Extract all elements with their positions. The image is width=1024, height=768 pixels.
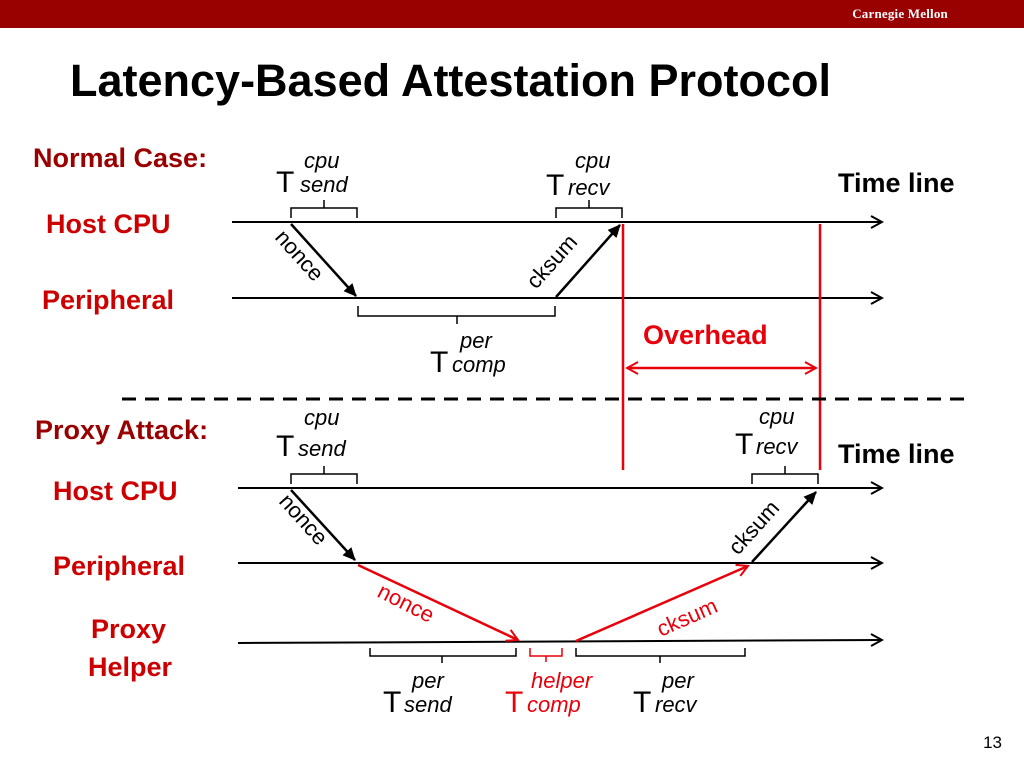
svg-text:per: per xyxy=(459,328,493,353)
normal-peripheral-label: Peripheral xyxy=(42,285,174,315)
proxy-send-brace xyxy=(290,466,358,484)
proxy-cksum-arrow xyxy=(751,491,817,563)
svg-text:cpu: cpu xyxy=(304,148,339,173)
proxy-cksum-label: cksum xyxy=(723,495,784,559)
svg-text:T: T xyxy=(276,166,294,199)
brand-logo: Carnegie Mellon xyxy=(852,6,948,21)
proxy-recv-brace xyxy=(751,466,819,484)
normal-cksum-label: cksum xyxy=(521,229,582,293)
proxy-t-cpu-recv: T cpu recv xyxy=(735,404,800,461)
proxy-t-helper-comp: T helper comp xyxy=(505,668,594,719)
proxy-forward-nonce-arrow xyxy=(357,563,518,640)
proxy-per-recv-brace xyxy=(575,648,746,663)
proxy-timeline-label: Time line xyxy=(838,439,955,469)
proxy-helper-comp-brace xyxy=(529,648,563,662)
svg-text:cpu: cpu xyxy=(759,404,794,429)
normal-t-cpu-send: T cpu send xyxy=(276,148,348,199)
page-title: Latency-Based Attestation Protocol xyxy=(70,55,831,106)
svg-text:send: send xyxy=(404,692,452,717)
proxy-nonce-label: nonce xyxy=(274,489,333,550)
svg-text:cpu: cpu xyxy=(575,148,610,173)
svg-text:T: T xyxy=(735,428,753,461)
svg-text:T: T xyxy=(430,346,448,379)
proxy-helper-timeline xyxy=(237,640,882,643)
proxy-forward-nonce-label: nonce xyxy=(374,578,439,627)
proxy-t-per-send: T per send xyxy=(383,668,452,719)
proxy-return-cksum-label: cksum xyxy=(653,593,721,642)
page-number: 13 xyxy=(983,733,1002,752)
svg-text:T: T xyxy=(383,686,401,719)
normal-nonce-arrow xyxy=(290,223,357,297)
normal-host-cpu-label: Host CPU xyxy=(46,209,171,239)
normal-t-cpu-recv: T cpu recv xyxy=(546,148,612,202)
proxy-return-cksum-arrow xyxy=(575,566,748,643)
proxy-t-per-recv: T per recv xyxy=(633,668,699,719)
normal-recv-brace xyxy=(555,200,623,218)
proxy-helper-label-line2: Helper xyxy=(88,652,173,682)
proxy-peripheral-label: Peripheral xyxy=(53,551,185,581)
proxy-helper-label-line1: Proxy xyxy=(91,614,166,644)
svg-text:send: send xyxy=(300,172,348,197)
svg-text:per: per xyxy=(661,668,695,693)
proxy-attack-heading: Proxy Attack: xyxy=(35,415,208,445)
svg-text:T: T xyxy=(276,430,294,463)
svg-text:T: T xyxy=(546,169,564,202)
svg-text:helper: helper xyxy=(531,668,594,693)
normal-comp-brace xyxy=(357,306,556,324)
normal-t-per-comp: T per comp xyxy=(430,328,506,379)
svg-text:comp: comp xyxy=(527,692,581,717)
proxy-per-send-brace xyxy=(369,648,517,663)
proxy-t-cpu-send: T cpu send xyxy=(276,405,346,463)
proxy-nonce-arrow xyxy=(290,489,356,561)
svg-text:recv: recv xyxy=(655,692,699,717)
svg-text:cpu: cpu xyxy=(304,405,339,430)
normal-timeline-label: Time line xyxy=(838,168,955,198)
svg-text:T: T xyxy=(633,686,651,719)
overhead-label: Overhead xyxy=(643,320,768,350)
svg-text:T: T xyxy=(505,686,523,719)
svg-text:comp: comp xyxy=(452,352,506,377)
proxy-host-cpu-label: Host CPU xyxy=(53,476,178,506)
svg-text:per: per xyxy=(411,668,445,693)
svg-text:send: send xyxy=(298,436,346,461)
normal-cksum-arrow xyxy=(555,224,621,298)
svg-text:recv: recv xyxy=(568,175,612,200)
svg-text:recv: recv xyxy=(756,434,800,459)
normal-send-brace xyxy=(290,200,358,218)
top-banner: Carnegie Mellon xyxy=(0,0,1024,28)
normal-case-heading: Normal Case: xyxy=(33,143,207,173)
